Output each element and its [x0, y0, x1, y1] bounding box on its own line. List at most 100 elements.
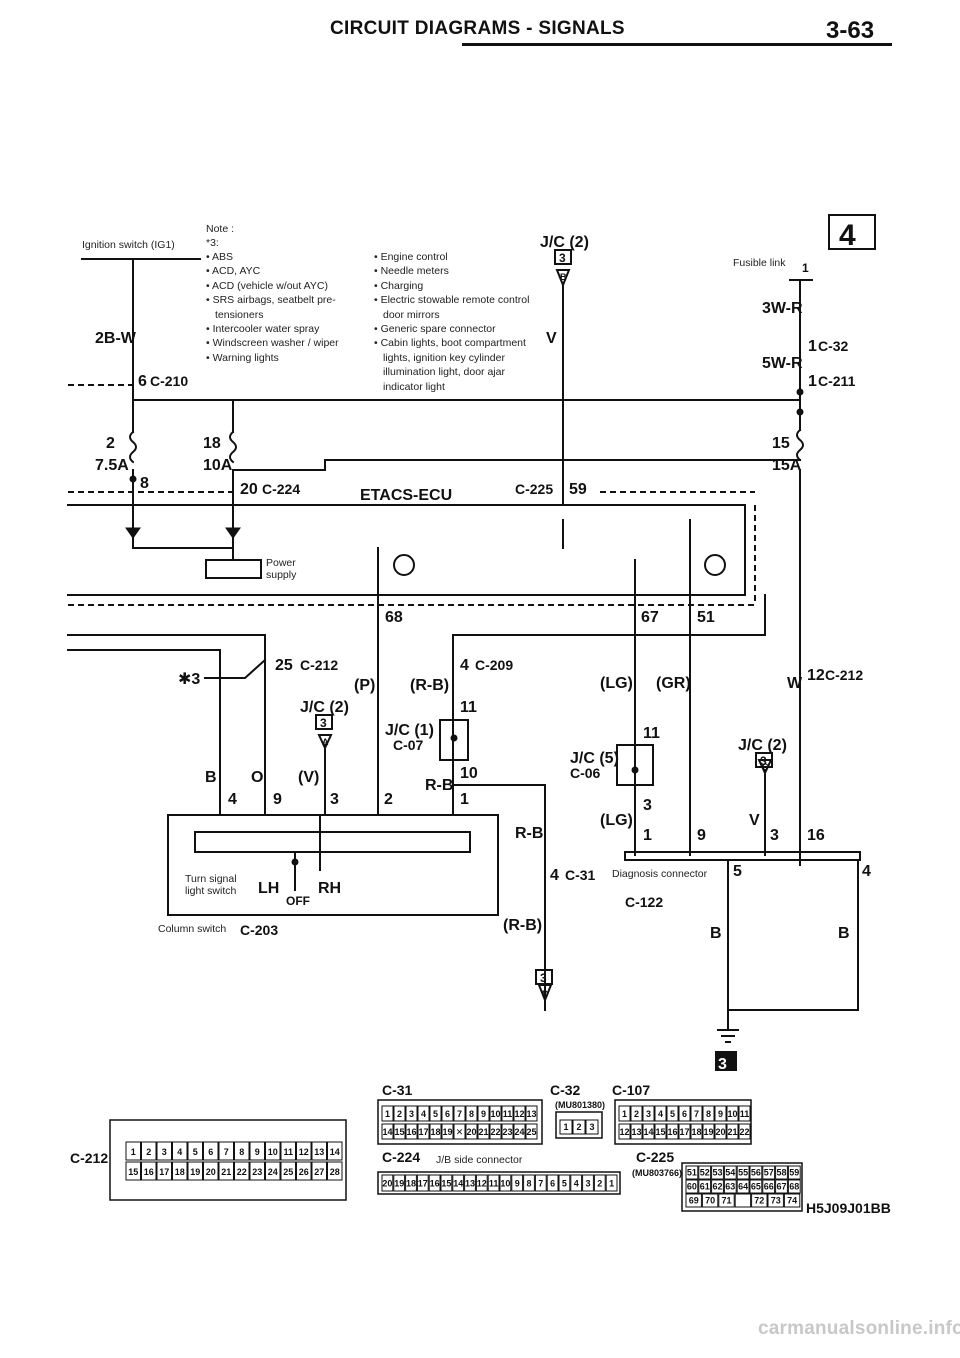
pin-cell — [487, 1174, 500, 1192]
pin-cell — [265, 1141, 281, 1161]
wire-b-diag1: B — [710, 925, 722, 942]
pin-1-c32: 1 — [808, 338, 817, 355]
fusible-link-label: Fusible link — [733, 257, 786, 269]
pin-cell-label: 13 — [465, 1179, 475, 1189]
note-item: • ACD, AYC — [206, 265, 261, 278]
pin-cell-label: 5 — [562, 1179, 567, 1189]
note-item: • Intercooler water spray — [206, 323, 320, 336]
note-item: • ACD (vehicle w/out AYC) — [206, 279, 328, 292]
pin-cell-label: 1 — [385, 1109, 390, 1119]
pin-cell — [234, 1161, 250, 1181]
face-c212 — [109, 1119, 347, 1201]
pin-cell — [525, 1105, 538, 1122]
face-c32-label: C-32 — [550, 1082, 581, 1098]
pin-cell — [405, 1123, 418, 1140]
pin-cell — [685, 1179, 699, 1194]
conn-c212-right: C-212 — [825, 667, 863, 683]
pin-cell — [417, 1105, 430, 1122]
pin-cell — [125, 1141, 141, 1161]
pin-5-diag: 5 — [733, 863, 742, 880]
pin-cell — [465, 1105, 478, 1122]
pin-cell-label: 62 — [712, 1181, 722, 1191]
wire-lg-bottom: (LG) — [600, 812, 633, 829]
pin-3-diag: 3 — [770, 827, 779, 844]
pin-cell — [690, 1105, 703, 1122]
pin-cell-label: 69 — [689, 1195, 699, 1205]
pin-10: 10 — [460, 765, 478, 782]
pin-cell-label: 14 — [643, 1127, 653, 1137]
pin-cell — [218, 1141, 234, 1161]
pin-cell-label: 6 — [208, 1147, 213, 1157]
pin-cell-label: 9 — [718, 1109, 723, 1119]
pin-cell-label: 3 — [646, 1109, 651, 1119]
pin-cell-label: 3 — [409, 1109, 414, 1119]
pin-cell-label: 66 — [764, 1181, 774, 1191]
pin-cell — [172, 1141, 188, 1161]
pin-cell-label: 55 — [738, 1167, 748, 1177]
pin-cell — [327, 1141, 343, 1161]
pin-cell — [440, 1174, 453, 1192]
pin-cell — [296, 1141, 312, 1161]
pin-cell-label: 7 — [694, 1109, 699, 1119]
pin-cell — [666, 1123, 679, 1140]
face-c107-label: C-107 — [612, 1082, 650, 1098]
bottom-marker: 3 — [718, 1056, 727, 1073]
pin-cell — [736, 1165, 750, 1180]
pin-cell-label: 3 — [162, 1147, 167, 1157]
face-c225-label: C-225 — [636, 1149, 674, 1165]
pin-cell-label: 8 — [526, 1179, 531, 1189]
pin-cell — [429, 1123, 442, 1140]
wire-p: (P) — [354, 677, 375, 694]
pin-cell-label: 20 — [715, 1127, 725, 1137]
turn-signal-label: Turn signal light switch — [185, 873, 237, 897]
wire-rb-mid: R-B — [425, 777, 453, 794]
pin-cell-label: ✕ — [456, 1127, 464, 1137]
pin-cell-label: 1 — [609, 1179, 614, 1189]
pin-cell-label: 28 — [330, 1167, 340, 1177]
pin-cell — [698, 1179, 712, 1194]
pin-cell — [453, 1105, 466, 1122]
jc-box-bottom: 3 — [540, 971, 547, 985]
pin-cell — [605, 1174, 618, 1192]
pin-cell-label: 18 — [430, 1127, 440, 1137]
pin-cell — [393, 1123, 406, 1140]
conn-c06: C-06 — [570, 765, 601, 781]
pin-cell-label: 21 — [727, 1127, 737, 1137]
pin-cell-label: 74 — [787, 1195, 797, 1205]
conn-c203: C-203 — [240, 922, 278, 938]
pin-cell — [249, 1161, 265, 1181]
pin-cell — [416, 1174, 429, 1192]
pin-cell-label: 5 — [670, 1109, 675, 1119]
pin-cell — [452, 1174, 465, 1192]
pin-cell — [428, 1174, 441, 1192]
pin-20: 20 — [240, 481, 258, 498]
pin-cell — [630, 1123, 643, 1140]
pin-cell — [723, 1179, 737, 1194]
pin-cell — [787, 1165, 801, 1180]
pin-cell — [280, 1161, 296, 1181]
pin-cell-label: 56 — [751, 1167, 761, 1177]
fuse-2-rating: 7.5A — [95, 457, 129, 474]
fusible-link-num: 1 — [802, 261, 809, 275]
pin-cell-label: 65 — [751, 1181, 761, 1191]
fuse-18-num: 18 — [203, 435, 221, 452]
pin-cell — [734, 1193, 752, 1208]
switch-lh: LH — [258, 880, 279, 897]
pin-cell-label: 59 — [789, 1167, 799, 1177]
pin-cell — [501, 1123, 514, 1140]
pin-cell — [441, 1105, 454, 1122]
header-rule — [462, 43, 892, 46]
pin-cell — [714, 1105, 727, 1122]
pin-cell-label: 58 — [776, 1167, 786, 1177]
pin-cell-label: 1 — [131, 1147, 136, 1157]
wire-b-diag2: B — [838, 925, 850, 942]
pin-cell — [654, 1105, 667, 1122]
pin-cell-label: 17 — [418, 1179, 428, 1189]
pin-cell — [582, 1174, 594, 1192]
pin-cell-label: 4 — [574, 1179, 579, 1189]
conn-c209: C-209 — [475, 657, 513, 673]
wire-2bw: 2B-W — [95, 330, 137, 347]
column-switch-label: Column switch — [158, 923, 227, 935]
pin-cell — [381, 1105, 394, 1122]
pin-3-jc5: 3 — [643, 797, 652, 814]
